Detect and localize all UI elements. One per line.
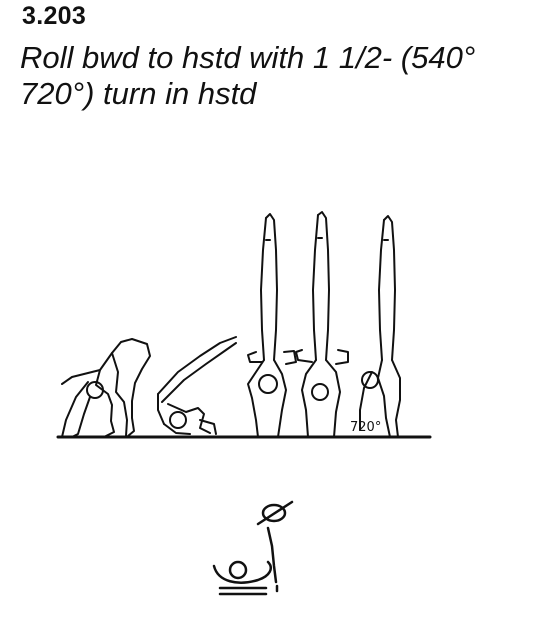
symbol-handstand-stroke: [266, 526, 278, 584]
gymnast-handstand-2: [295, 211, 349, 438]
description-line-1: Roll bwd to hstd with 1 1/2- (540°: [20, 40, 476, 75]
gymnast-handstand-1: [247, 213, 297, 438]
turn-label: 720°: [350, 420, 381, 435]
symbol-roll-head: [228, 560, 248, 580]
description-line-2: 720°) turn in hstd: [20, 76, 257, 111]
gymnast-pike-stand: [61, 338, 151, 438]
element-number: 3.203: [22, 2, 87, 30]
symbol-turn-circle: [261, 503, 287, 523]
element-description: Roll bwd to hstd with 1 1/2- (540° 720°)…: [20, 40, 540, 112]
gymnast-handstand-3: [359, 215, 401, 438]
gymnast-backward-roll: [157, 336, 237, 435]
gymnast-sequence-drawing: 720°: [56, 211, 432, 439]
element-symbol: [212, 500, 294, 596]
symbol-turn-slash: [256, 500, 294, 526]
symbol-roll-curve: [212, 560, 272, 584]
